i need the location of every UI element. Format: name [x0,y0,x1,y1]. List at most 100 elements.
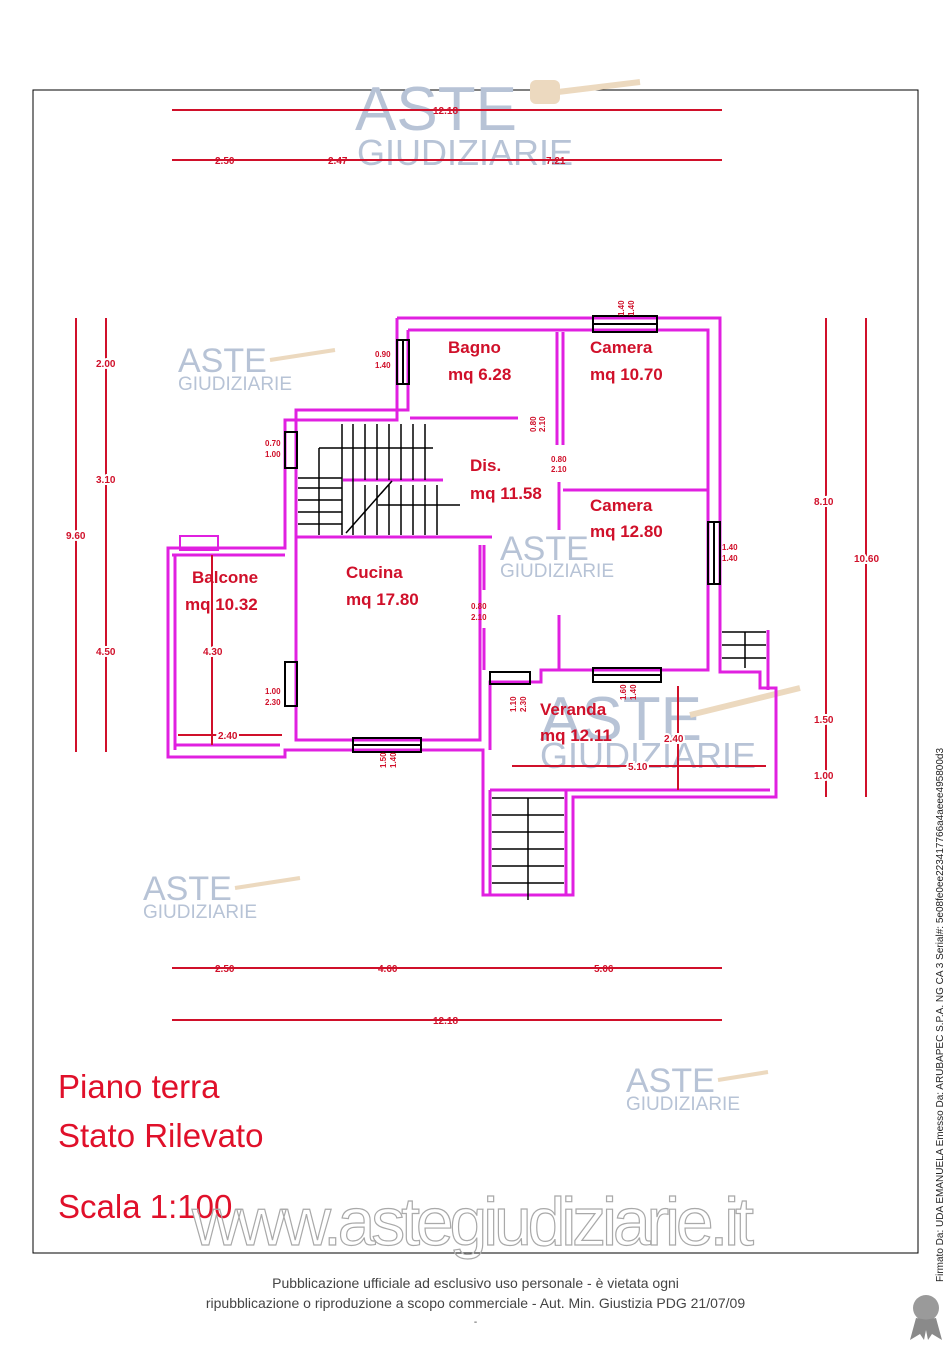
opening-labels: 0.90 1.40 0.70 1.00 0.80 2.10 1.40 1.40 … [265,300,738,768]
watermark-text: ASTE [626,1062,715,1100]
dim-label: 5.06 [594,964,614,975]
dim-label: 4.60 [378,964,398,975]
opening-label: 0.80 [529,416,538,432]
dim-label: 4.50 [96,647,116,658]
watermark-text: GIUDIZIARIE [500,561,614,582]
opening-label: 0.80 [471,602,487,611]
state-title: Stato Rilevato [58,1117,263,1154]
gavel-icon [234,876,301,890]
digital-signature: Firmato Da: UDA EMANUELA Emesso Da: ARUB… [935,747,946,1282]
watermark-logo: ASTE GIUDIZIARIE [540,685,801,776]
watermark-logo: ASTE GIUDIZIARIE [626,1062,769,1115]
watermark-text: GIUDIZIARIE [357,132,573,173]
opening-label: 0.80 [551,455,567,464]
dim-label: 12.18 [433,106,458,117]
room-area: mq 12.11 [540,726,612,745]
opening-label: 2.10 [538,416,547,432]
opening-label: 1.40 [375,361,391,370]
room-veranda: Veranda mq 12.11 5.10 2.40 [512,686,766,790]
dim-label: 3.10 [96,475,116,486]
dim-label: 1.00 [814,771,834,782]
room-name: Veranda [540,700,607,719]
room-camera-2: Camera mq 12.80 [590,496,663,541]
dim-label: 2.47 [328,156,348,167]
gavel-icon [269,348,336,362]
external-staircase [492,631,766,900]
dim-label: 7.21 [546,156,566,167]
dim-label: 4.30 [203,647,223,658]
room-camera-1: Camera mq 10.70 [590,338,663,384]
opening-label: 1.40 [627,300,636,316]
opening-label: 2.10 [471,613,487,622]
dim-label: 12.18 [433,1016,458,1027]
gavel-icon [689,685,801,718]
dim-label: 2.50 [215,964,235,975]
dimension-bottom: 2.50 4.60 5.06 12.18 [172,964,722,1027]
opening-label: 1.10 [509,696,518,712]
room-disimpegno: Dis. mq 11.58 [470,456,542,503]
floor-title: Piano terra [58,1068,220,1105]
certificate-seal-icon [910,1295,942,1340]
room-area: mq 11.58 [470,484,542,503]
opening-label: 0.70 [265,439,281,448]
room-area: mq 6.28 [448,365,511,384]
watermark-text: ASTE [143,870,232,908]
room-name: Cucina [346,563,403,582]
dimension-right: 8.10 1.50 1.00 10.60 [812,318,881,797]
opening-label: 1.60 [619,684,628,700]
opening-label: 2.30 [519,696,528,712]
room-name: Dis. [470,456,501,475]
dimension-top: 12.18 2.50 2.47 7.21 [172,106,722,167]
watermark-logo: ASTE GIUDIZIARIE [143,870,301,923]
drawing-border [32,89,919,1254]
opening-label: 1.40 [722,554,738,563]
footer-line: Pubblicazione ufficiale ad esclusivo uso… [272,1275,679,1291]
scale-label: Scala 1:100 [58,1188,232,1225]
watermark-text: GIUDIZIARIE [178,374,292,395]
opening-label: 1.50 [379,752,388,768]
internal-staircase [298,424,460,535]
watermark-text: ASTE [540,685,702,754]
footer-line: - [473,1317,478,1328]
room-name: Balcone [192,568,258,587]
dim-label: 8.10 [814,497,834,508]
room-area: mq 10.32 [185,595,258,614]
watermark-text: GIUDIZIARIE [626,1094,740,1115]
room-bagno: Bagno mq 6.28 [448,338,511,384]
opening-label: 1.00 [265,450,281,459]
opening-label: 1.40 [617,300,626,316]
room-balcone: Balcone mq 10.32 4.30 2.40 [178,555,282,745]
watermark-logo: ASTE GIUDIZIARIE [178,342,336,395]
room-area: mq 10.70 [590,365,663,384]
opening-label: 2.30 [265,698,281,707]
watermark-url: www.astegiudiziarie.it [191,1184,754,1260]
dimension-left: 9.60 2.00 3.10 4.50 [64,318,118,752]
dim-label: 2.50 [215,156,235,167]
watermark-logo-top: ASTE GIUDIZIARIE [355,75,641,173]
room-name: Bagno [448,338,501,357]
windows [179,315,721,753]
watermark-text: ASTE [500,530,589,568]
dim-label: 1.50 [814,715,834,726]
dim-label: 2.00 [96,359,116,370]
gavel-icon [530,79,641,104]
watermark-logo: ASTE GIUDIZIARIE [500,530,614,582]
opening-label: 2.10 [551,465,567,474]
room-cucina: Cucina mq 17.80 [346,563,419,609]
dim-label: 2.40 [664,734,684,745]
dim-label: 9.60 [66,531,86,542]
gavel-icon [717,1070,769,1082]
room-name: Camera [590,496,653,515]
opening-label: 0.90 [375,350,391,359]
room-name: Camera [590,338,653,357]
room-area: mq 17.80 [346,590,419,609]
watermark-text: ASTE [178,342,267,380]
opening-label: 1.00 [265,687,281,696]
dim-label: 2.40 [218,731,238,742]
opening-label: 1.40 [722,543,738,552]
footer-notice: Pubblicazione ufficiale ad esclusivo uso… [0,1273,951,1333]
opening-label: 1.40 [389,752,398,768]
dim-label: 5.10 [628,762,648,773]
watermark-text: GIUDIZIARIE [143,902,257,923]
